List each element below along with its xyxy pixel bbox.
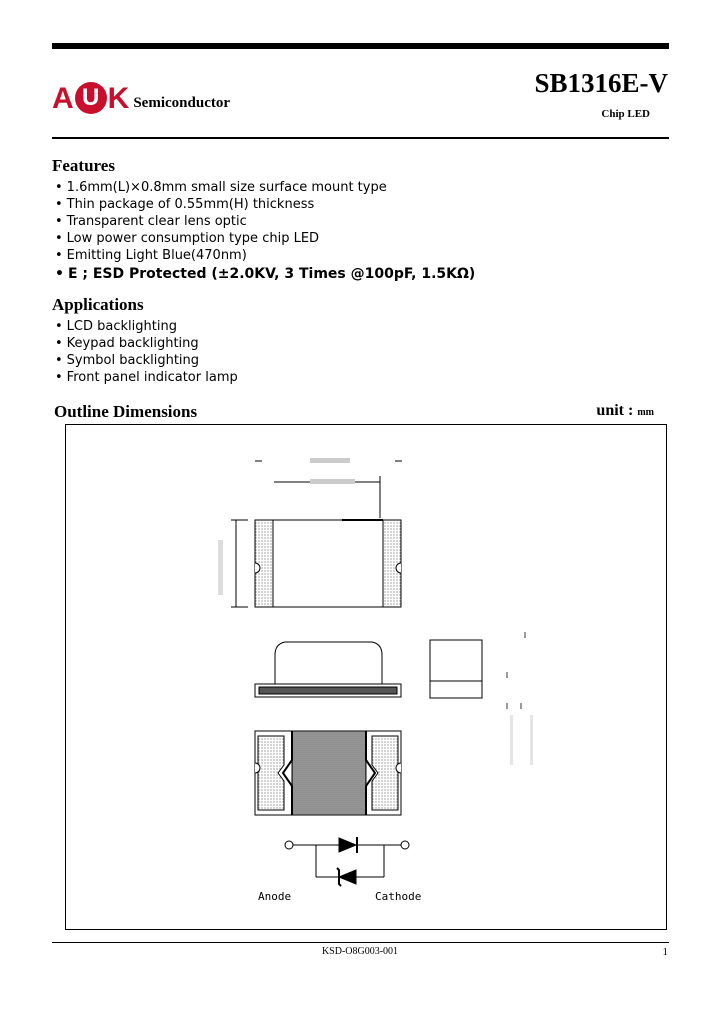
circuit-symbol xyxy=(284,837,410,887)
cathode-label: Cathode xyxy=(375,890,422,903)
application-item: Keypad backlighting xyxy=(55,335,238,352)
feature-item: Transparent clear lens optic xyxy=(55,213,475,230)
side-view-chip xyxy=(254,641,402,698)
logo-letter-a: A xyxy=(52,82,74,115)
top-dimension-lines xyxy=(255,460,402,518)
top-rule xyxy=(52,43,669,49)
application-item: Symbol backlighting xyxy=(55,352,238,369)
document-code: KSD-O8G003-001 xyxy=(321,946,399,957)
part-type: Chip LED xyxy=(601,108,650,120)
outline-title: Outline Dimensions xyxy=(54,402,198,421)
anode-label: Anode xyxy=(258,890,292,903)
application-item: Front panel indicator lamp xyxy=(55,369,238,386)
feature-item-esd: E ; ESD Protected (±2.0KV, 3 Times @100p… xyxy=(55,264,475,284)
feature-item: Thin package of 0.55mm(H) thickness xyxy=(55,196,475,213)
faint-dimension-text xyxy=(310,458,355,484)
applications-list: LCD backlighting Keypad backlighting Sym… xyxy=(55,318,238,386)
part-number: SB1316E-V xyxy=(534,68,668,98)
application-item: LCD backlighting xyxy=(55,318,238,335)
outline-drawing-frame xyxy=(65,424,667,930)
footer-rule xyxy=(52,942,669,943)
feature-item: 1.6mm(L)×0.8mm small size surface mount … xyxy=(55,179,475,196)
unit-label-text: unit : xyxy=(596,402,634,419)
logo-letter-u: U xyxy=(82,84,100,111)
features-list: 1.6mm(L)×0.8mm small size surface mount … xyxy=(55,179,476,284)
logo-subtitle: Semiconductor xyxy=(133,95,231,111)
header-rule xyxy=(52,137,669,139)
faint-markings xyxy=(506,632,533,765)
top-view-chip xyxy=(218,519,402,608)
logo-letter-k: K xyxy=(107,82,130,115)
auk-logo: A U K Semiconductor xyxy=(52,74,230,114)
unit-label: unit : mm xyxy=(596,402,654,420)
feature-item: Low power consumption type chip LED xyxy=(55,230,475,247)
bottom-view-chip xyxy=(254,730,402,816)
page-number: 1 xyxy=(662,946,669,958)
feature-item: Emitting Light Blue(470nm) xyxy=(55,247,475,264)
unit-value: mm xyxy=(637,407,654,418)
applications-title: Applications xyxy=(52,295,144,314)
features-title: Features xyxy=(52,156,115,175)
end-view-chip xyxy=(429,639,483,699)
logo-circle: U xyxy=(74,82,107,114)
